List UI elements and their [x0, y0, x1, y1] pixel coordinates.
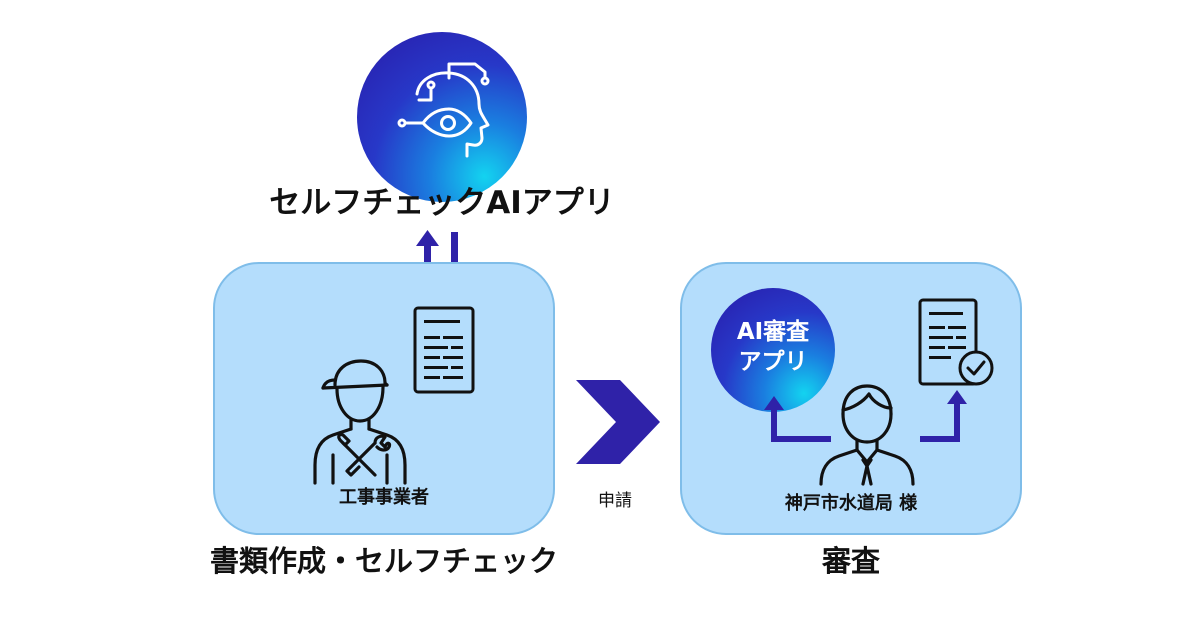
- applicant-panel: [213, 262, 555, 535]
- self-check-ai-app-title: セルフチェックAIアプリ: [269, 185, 615, 221]
- ai-review-app-line1: AI審査: [736, 319, 810, 345]
- tools-icon: [337, 432, 392, 477]
- down-arrow-shaft: [451, 232, 458, 284]
- up-arrow-head: [416, 230, 439, 246]
- applicant-caption: 書類作成・セルフチェック: [209, 544, 558, 578]
- officer-icon: [819, 384, 915, 486]
- applicant-label: 工事事業者: [339, 487, 429, 508]
- approved-document-icon: [918, 298, 994, 386]
- reviewer-caption: 審査: [821, 544, 880, 578]
- ai-head-icon: [397, 62, 490, 158]
- to-ai-review-arrow: [764, 396, 831, 442]
- worker-icon: [313, 359, 407, 485]
- document-icon: [413, 306, 475, 394]
- to-document-arrow: [920, 390, 967, 442]
- submission-label: 申請: [598, 491, 632, 511]
- chevron-right-icon: [576, 380, 660, 464]
- ai-review-app-badge: AI審査 アプリ: [711, 288, 835, 412]
- ai-review-app-line2: アプリ: [738, 349, 808, 375]
- reviewer-label: 神戸市水道局 様: [784, 493, 918, 514]
- self-check-ai-app-badge: [357, 32, 527, 202]
